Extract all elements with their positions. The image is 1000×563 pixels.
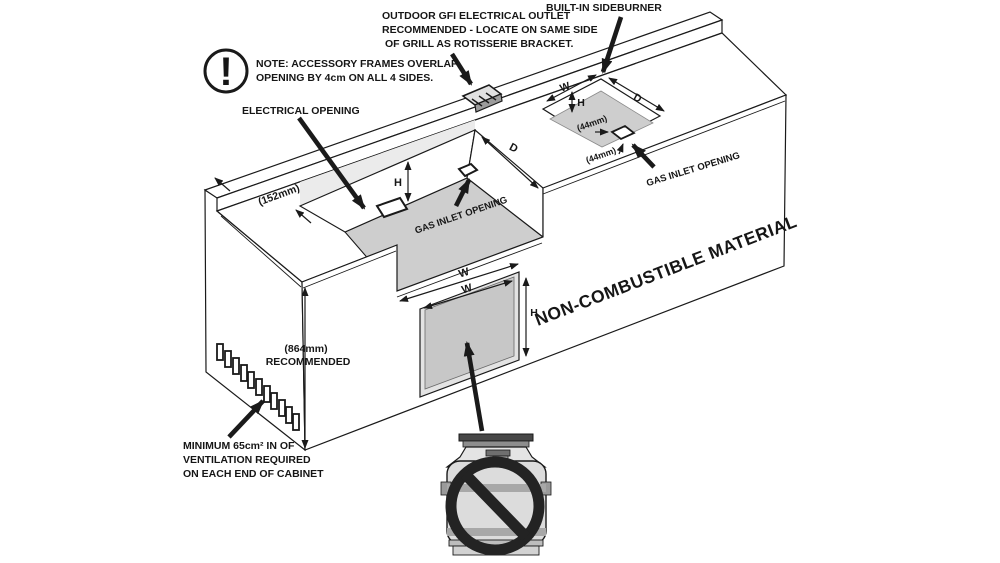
warning-icon-glyph: !: [219, 50, 232, 94]
vent-slot: [247, 371, 255, 389]
dim-panel-h-label: H: [530, 307, 538, 319]
dim-sb-w-label: W: [558, 80, 572, 95]
gfi-hatch: [471, 98, 483, 107]
callout-arrows: [227, 16, 656, 439]
vent-slot: [216, 343, 224, 361]
vent-slot: [224, 350, 232, 368]
countertop-edge-line-left: [302, 250, 397, 289]
tank-band-upper: [447, 484, 546, 492]
prohibition-ring: [445, 456, 545, 556]
dim-main-d-line: [481, 136, 539, 189]
note-line1: NOTE: ACCESSORY FRAMES OVERLAP: [256, 58, 458, 70]
vent-slot: [270, 392, 278, 410]
main-gas-inlet-arrow: [453, 178, 472, 208]
dim-panel-w-label: W: [460, 282, 474, 297]
sideburner-gas-inlet-arrow: [631, 143, 656, 169]
dim-sb-h-label: H: [577, 97, 585, 109]
dim-864-value: (864mm): [284, 343, 327, 355]
countertop-edge-line-right: [542, 100, 786, 195]
electrical-opening-cut: [375, 196, 409, 219]
dim-main-h-label: H: [394, 177, 402, 189]
grill-gas-inlet-opening: [457, 162, 479, 178]
tank-valve: [485, 449, 511, 457]
gfi-outlet-icon: [461, 84, 503, 113]
left-end-edge-line: [220, 215, 302, 288]
vent-slot: [292, 413, 300, 431]
gfi-label-line3: OF GRILL AS ROTISSERIE BRACKET.: [385, 38, 574, 50]
sideburner-gas-inlet-opening: [610, 124, 636, 141]
vent-slot: [255, 378, 263, 396]
gfi-label-line2: RECOMMENDED - LOCATE ON SAME SIDE: [382, 24, 598, 36]
gfi-callout-arrow: [450, 52, 473, 86]
tank-to-opening-arrow: [463, 341, 485, 432]
tank-collar: [462, 440, 530, 448]
electrical-opening-label: ELECTRICAL OPENING: [242, 105, 360, 117]
dim-sb-w-line: [546, 74, 597, 102]
tank-band-lower: [447, 528, 546, 536]
ventilation-arrow: [227, 399, 265, 439]
dim-152-arrow-back: [214, 177, 231, 192]
vent-slots: [216, 343, 300, 431]
dim-864-caption: RECOMMENDED: [266, 356, 351, 368]
ventilation-line1: MINIMUM 65cm² IN OF: [183, 440, 295, 452]
sideburner-callout-arrow: [600, 16, 624, 74]
dim-panel-w-line: [423, 280, 513, 309]
electrical-callout-arrow: [297, 116, 366, 210]
note-line2: OPENING BY 4cm ON ALL 4 SIDES.: [256, 72, 433, 84]
ventilation-line2: VENTILATION REQUIRED: [183, 454, 311, 466]
dim-152-arrow-front: [295, 209, 312, 224]
vent-slot: [263, 385, 271, 403]
sideburner-label: BUILT-IN SIDEBURNER: [546, 2, 662, 14]
gfi-hatch: [478, 95, 490, 104]
vent-slot: [232, 357, 240, 375]
warning-icon: !: [203, 48, 249, 94]
vent-slot: [285, 406, 293, 424]
vent-slot: [240, 364, 248, 382]
vent-slot: [278, 399, 286, 417]
gfi-label-line1: OUTDOOR GFI ELECTRICAL OUTLET: [382, 10, 571, 22]
dim-sb-d-line: [608, 77, 665, 112]
no-propane-icon: [440, 433, 552, 556]
ventilation-line3: ON EACH END OF CABINET: [183, 468, 324, 480]
tank-cap: [458, 433, 534, 442]
dim-44-bottom-arrow: [616, 143, 624, 155]
prohibition-slash: [461, 470, 530, 541]
gfi-hatch: [485, 92, 497, 101]
countertop-strip-tint: [300, 120, 475, 206]
dim-cutout-w-label: W: [457, 266, 471, 281]
